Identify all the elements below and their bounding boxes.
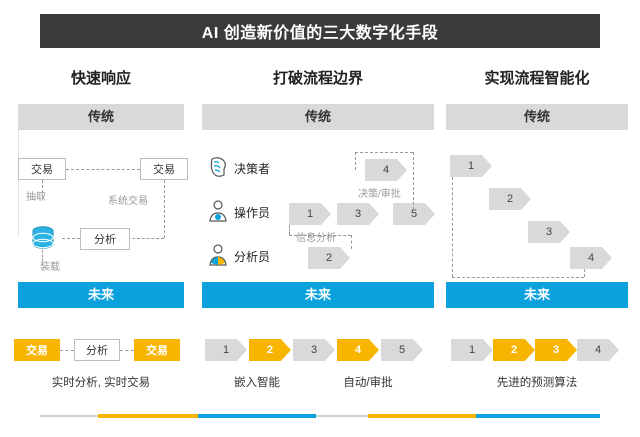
dash-info-top [289,235,351,236]
label-extract: 抽取 [26,192,46,203]
column-2-future-band: 未来 [202,282,434,308]
dash-stair-right [584,269,585,277]
future-step-5: 5 [381,339,423,361]
column-intelligent-process: 实现流程智能化 传统 未来 [442,66,632,308]
person-chart-icon [207,243,229,267]
dash-trade-to-trade [66,169,140,170]
column-1-traditional-band: 传统 [18,104,184,130]
column-2-traditional-band: 传统 [202,104,434,130]
role-label-analyst: 分析员 [234,250,271,264]
dash-db-analysis [62,238,80,239]
dash-analysis-right [108,238,164,239]
database-icon [30,225,56,253]
dash-stair-left [452,177,453,277]
future-tag-analysis: 分析 [74,339,120,361]
column-2-heading: 打破流程边界 [272,70,363,87]
column-2-future-caption-right: 自动/审批 [343,377,393,389]
future-step-3: 3 [293,339,335,361]
trad-step-5: 5 [393,203,435,225]
accent-bar-blue [198,414,316,418]
dash-systrade [164,180,165,238]
page-title: AI 创造新价值的三大数字化手段 [40,14,600,48]
future3-step-4: 4 [577,339,619,361]
role-label-operator: 操作员 [234,206,271,220]
dash-info-left [289,225,290,235]
future-tag-trade-left: 交易 [14,339,60,361]
trad-box-trade-right: 交易 [140,158,188,180]
label-system-trade: 系统交易 [108,196,148,207]
future-step-4: 4 [337,339,379,361]
column-2-future-caption-left: 嵌入智能 [234,377,280,389]
future3-step-3: 3 [535,339,577,361]
trad-step-4: 4 [365,159,407,181]
accent-bar-yellow-2 [368,414,476,418]
trad-step-2: 2 [308,247,350,269]
trad3-step-1: 1 [450,155,492,177]
role-label-decision-maker: 决策者 [234,162,271,176]
future-tag-trade-right: 交易 [134,339,180,361]
trad3-step-2: 2 [489,188,531,210]
trad-step-1: 1 [289,203,331,225]
column-3-future-band: 未来 [446,282,628,308]
dash-stair-bottom [452,277,584,278]
label-load: 装载 [40,262,60,273]
future-step-2: 2 [249,339,291,361]
dash-f2 [120,350,134,351]
dash-extract [42,180,43,198]
bottom-divider [40,415,600,417]
dash-decide-left [355,152,356,170]
column-3-future-caption: 先进的预测算法 [496,377,578,389]
column-3-heading: 实现流程智能化 [484,70,590,87]
future3-step-1: 1 [451,339,493,361]
future-step-1: 1 [205,339,247,361]
trad-step-3: 3 [337,203,379,225]
future3-step-2: 2 [493,339,535,361]
accent-bar-blue-2 [476,414,600,418]
column-1-future-caption: 实时分析, 实时交易 [51,377,151,389]
brain-head-icon [207,155,229,179]
column-3-traditional-band: 传统 [446,104,628,130]
column-1-future-band: 未来 [18,282,184,308]
dash-decide-top [355,152,413,153]
dash-f1 [60,350,74,351]
trad-box-analysis: 分析 [80,228,130,250]
dash-info-right [351,235,352,249]
column-1-heading: 快速响应 [70,70,131,87]
trad3-step-4: 4 [570,247,612,269]
person-gear-icon [207,199,229,223]
divider-vertical [18,130,19,236]
label-decision-approval: 决策/审批 [358,189,401,200]
trad3-step-3: 3 [528,221,570,243]
column-fast-response: 快速响应 传统 未来 [8,66,194,308]
dash-load [42,250,43,266]
dash-decide-right [413,152,414,210]
accent-bar-yellow [98,414,198,418]
column-break-boundaries: 打破流程边界 传统 未来 [198,66,438,308]
label-info-analysis: 信息分析 [296,233,336,244]
trad-box-trade-left: 交易 [18,158,66,180]
